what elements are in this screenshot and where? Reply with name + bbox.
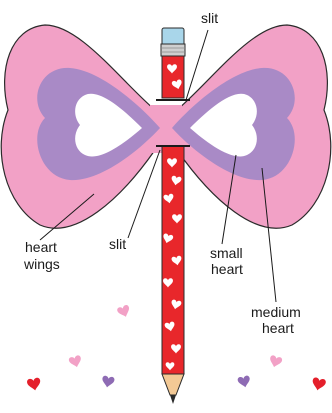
pencil-lead [170, 395, 176, 404]
pencil-wood-tip [162, 374, 184, 395]
label-medium-heart-2: heart [262, 320, 294, 336]
label-slit-bottom: slit [109, 236, 126, 252]
label-small-heart-1: small [210, 245, 243, 261]
label-small-heart-2: heart [211, 261, 243, 277]
confetti-heart [116, 304, 131, 319]
label-medium-heart-1: medium [251, 304, 301, 320]
confetti-heart [101, 375, 115, 388]
confetti-heart [68, 355, 83, 369]
label-heart-wings-1: heart [25, 239, 57, 255]
confetti-heart [268, 355, 283, 369]
confetti-heart [237, 375, 251, 388]
pencil-body-upper [162, 56, 184, 98]
pencil-ferrule [161, 44, 185, 56]
pencil-eraser [162, 28, 184, 46]
confetti-heart [311, 377, 326, 392]
label-slit-top: slit [201, 10, 218, 26]
confetti-heart [27, 377, 42, 391]
label-heart-wings-2: wings [23, 256, 60, 272]
